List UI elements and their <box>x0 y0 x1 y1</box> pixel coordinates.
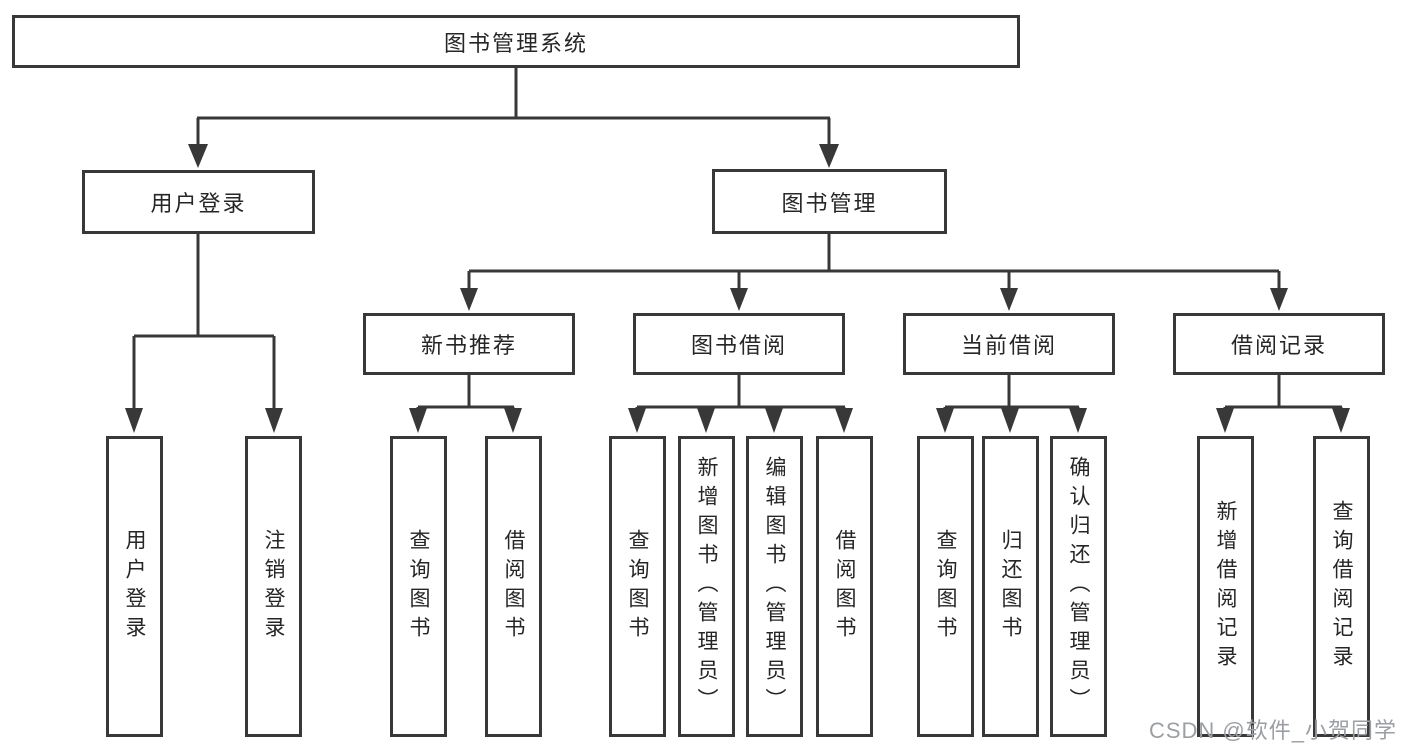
node-leaf-query-books-recommend: 查询图书 <box>390 436 447 737</box>
node-label: 新增图书（管理员） <box>695 456 718 717</box>
node-leaf-user-login: 用户登录 <box>106 436 163 737</box>
connector-recommend-to-leaves <box>409 375 522 433</box>
node-label: 用户登录 <box>150 191 247 216</box>
node-leaf-add-borrow-record: 新增借阅记录 <box>1197 436 1254 737</box>
connector-root-to-level2 <box>188 68 839 168</box>
node-label: 借阅记录 <box>1230 333 1327 358</box>
node-book-borrowing: 图书借阅 <box>633 313 845 375</box>
node-leaf-borrow-books-recommend: 借阅图书 <box>485 436 542 737</box>
node-new-book-recommendation: 新书推荐 <box>363 313 575 375</box>
node-label: 查询图书 <box>626 528 649 645</box>
node-label: 新增借阅记录 <box>1214 499 1237 674</box>
node-label: 当前借阅 <box>960 333 1057 358</box>
node-leaf-borrow-books: 借阅图书 <box>816 436 873 737</box>
node-leaf-confirm-return-admin: 确认归还（管理员） <box>1050 436 1107 737</box>
node-book-management: 图书管理 <box>712 169 947 234</box>
connector-records-to-leaves <box>1216 375 1350 433</box>
node-leaf-query-books-current: 查询图书 <box>917 436 974 737</box>
node-leaf-query-borrow-record: 查询借阅记录 <box>1313 436 1370 737</box>
connector-userlogin-to-leaves <box>125 234 283 433</box>
node-leaf-return-books: 归还图书 <box>982 436 1039 737</box>
node-leaf-query-books-borrowing: 查询图书 <box>609 436 666 737</box>
node-label: 查询借阅记录 <box>1330 499 1353 674</box>
node-label: 新书推荐 <box>420 333 517 358</box>
node-leaf-edit-books-admin: 编辑图书（管理员） <box>746 436 803 737</box>
connector-current-to-leaves <box>936 375 1087 433</box>
node-label: 图书借阅 <box>690 333 787 358</box>
node-library-management-system: 图书管理系统 <box>12 15 1020 68</box>
node-current-borrowing: 当前借阅 <box>903 313 1115 375</box>
node-label: 借阅图书 <box>502 528 525 645</box>
node-label: 图书管理系统 <box>443 30 588 56</box>
node-label: 查询图书 <box>407 528 430 645</box>
node-label: 编辑图书（管理员） <box>763 456 786 717</box>
node-label: 注销登录 <box>262 528 285 645</box>
watermark: CSDN @软件_小贺同学 <box>1148 718 1397 743</box>
connector-bookmgmt-to-level3 <box>460 234 1288 311</box>
node-label: 图书管理 <box>781 190 878 216</box>
node-label: 借阅图书 <box>833 528 856 645</box>
node-label: 用户登录 <box>123 528 146 645</box>
node-label: 确认归还（管理员） <box>1067 456 1090 717</box>
node-borrowing-records: 借阅记录 <box>1173 313 1385 375</box>
node-user-login: 用户登录 <box>82 170 315 234</box>
node-leaf-add-books-admin: 新增图书（管理员） <box>678 436 735 737</box>
connector-borrowing-to-leaves <box>628 375 853 433</box>
node-label: 查询图书 <box>934 528 957 645</box>
node-leaf-logout: 注销登录 <box>245 436 302 737</box>
node-label: 归还图书 <box>999 528 1022 645</box>
